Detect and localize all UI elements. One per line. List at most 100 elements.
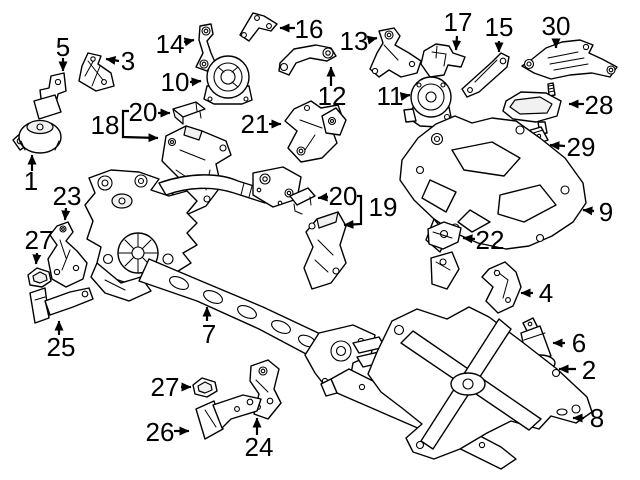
callout-25[interactable]: 25 [47, 320, 76, 362]
callout-15-label: 15 [485, 12, 514, 42]
detail [432, 231, 453, 239]
ring [286, 190, 292, 196]
detail [59, 239, 71, 271]
detail [255, 379, 269, 393]
callout-10-arrow [189, 77, 202, 87]
part-14-link-art [195, 23, 216, 72]
callout-6[interactable]: 6 [552, 328, 586, 358]
outline [399, 115, 587, 250]
callout-20-mid-label: 20 [329, 181, 358, 211]
beam-slot [169, 275, 189, 291]
callout-15[interactable]: 15 [485, 12, 514, 53]
callout-2[interactable]: 2 [558, 355, 596, 385]
callout-6-label: 6 [572, 328, 586, 358]
hole [162, 253, 174, 265]
lower-piece [430, 251, 460, 290]
hole [415, 440, 425, 450]
callout-29-arrow [549, 141, 566, 151]
detail [435, 261, 451, 271]
callout-16-label: 16 [295, 14, 324, 44]
detail [431, 45, 447, 67]
part-27-clip-art-left [27, 267, 52, 288]
hole [36, 123, 44, 131]
callout-14-arrow [183, 37, 195, 47]
callout-17[interactable]: 17 [444, 7, 473, 51]
callout-11[interactable]: 11 [377, 81, 411, 111]
cutout [457, 209, 491, 233]
detail [34, 296, 50, 319]
callout-20-top[interactable]: 20 [129, 97, 171, 127]
callout-24[interactable]: 24 [245, 417, 274, 462]
callout-14-label: 14 [156, 29, 185, 59]
part-4-bracket-art [481, 261, 522, 314]
face [197, 381, 213, 394]
detail [314, 239, 334, 273]
callout-4[interactable]: 4 [520, 278, 553, 308]
callout-29[interactable]: 29 [549, 132, 595, 162]
hole [134, 174, 148, 188]
callout-27-bottom[interactable]: 27 [151, 372, 192, 402]
callout-1[interactable]: 1 [24, 154, 38, 196]
detail [293, 196, 312, 215]
callout-19[interactable]: 19 [343, 192, 397, 229]
callout-12[interactable]: 12 [318, 66, 347, 111]
callout-23[interactable]: 23 [53, 181, 82, 221]
hole [582, 43, 590, 51]
callout-9[interactable]: 9 [582, 197, 613, 227]
callout-19-bracket-arrow [343, 194, 363, 229]
plate [33, 94, 62, 120]
callout-14[interactable]: 14 [156, 29, 195, 59]
detail [548, 84, 555, 93]
callout-10[interactable]: 10 [161, 67, 202, 97]
beam-slot [237, 304, 257, 320]
hole [515, 125, 525, 135]
callout-28[interactable]: 28 [568, 90, 613, 120]
spout [403, 108, 417, 123]
cutout [497, 184, 557, 223]
hole [243, 96, 249, 102]
ring [329, 118, 335, 124]
part-17-heat-shield-art [420, 43, 466, 78]
hole [246, 398, 254, 406]
detail [240, 182, 253, 198]
outline [47, 221, 88, 288]
part-19-bracket-art [289, 187, 347, 290]
callout-26[interactable]: 26 [146, 417, 190, 447]
ring [425, 91, 437, 103]
hole [241, 32, 247, 38]
outline [278, 44, 337, 76]
callout-16[interactable]: 16 [279, 14, 324, 44]
part-20-damper-clip-art [172, 101, 206, 125]
part-13-bracket-art [369, 27, 422, 78]
hole [118, 197, 126, 205]
callout-3[interactable]: 3 [105, 46, 135, 76]
hole [254, 15, 260, 21]
callout-11-arrow [399, 92, 411, 102]
detail [20, 140, 60, 151]
callout-20-mid[interactable]: 20 [317, 181, 358, 211]
hole [72, 264, 80, 272]
detail [299, 119, 323, 151]
hole [439, 258, 447, 266]
face [509, 96, 553, 115]
callout-11-label: 11 [377, 81, 404, 111]
outline [239, 12, 278, 42]
part-11-hydraulic-mount-art [403, 76, 453, 128]
callout-13[interactable]: 13 [340, 26, 378, 56]
callout-30[interactable]: 30 [542, 11, 571, 49]
callout-21[interactable]: 21 [241, 109, 282, 139]
callout-22[interactable]: 22 [462, 225, 504, 255]
callout-23-arrow [61, 207, 71, 221]
hole [606, 65, 616, 75]
callout-5[interactable]: 5 [56, 32, 70, 72]
callout-13-label: 13 [340, 26, 369, 56]
slot [556, 408, 568, 416]
callout-18[interactable]: 18 [91, 109, 159, 143]
callout-27-left[interactable]: 27 [25, 225, 54, 265]
ring [101, 179, 109, 187]
callout-7[interactable]: 7 [202, 306, 216, 349]
callout-8[interactable]: 8 [572, 403, 604, 433]
hole [478, 441, 486, 449]
callout-23-label: 23 [53, 181, 82, 211]
part-10-hydraulic-mount-art [203, 55, 253, 105]
